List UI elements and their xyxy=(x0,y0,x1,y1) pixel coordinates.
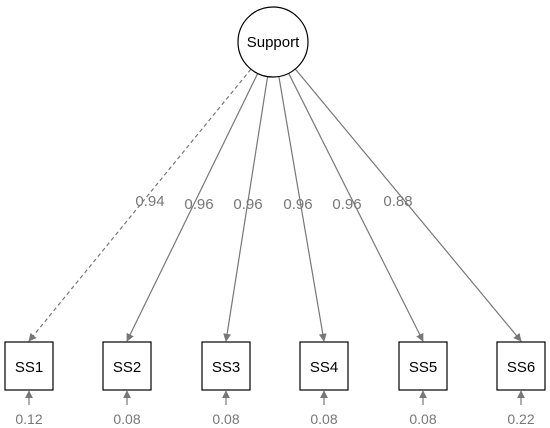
indicator-nodes: SS1 0.12 SS2 0.08 SS3 0.08 SS4 0.08 SS5 0.08 SS6 0.… xyxy=(4,341,546,427)
latent-node-support: Support xyxy=(237,6,309,78)
loading-edge-ss5 xyxy=(288,73,424,342)
residual-label: 0.08 xyxy=(409,411,436,427)
indicator-box xyxy=(4,341,54,391)
indicator-node-ss4: SS4 0.08 xyxy=(299,341,349,427)
loading-label-ss1: 0.94 xyxy=(135,193,164,210)
loading-edge-ss2 xyxy=(126,73,259,342)
loading-edge-ss4 xyxy=(278,76,327,342)
indicator-box xyxy=(102,341,152,391)
indicator-label: SS2 xyxy=(113,359,141,376)
residual-label: 0.08 xyxy=(310,411,337,427)
loading-edge-ss3 xyxy=(223,76,269,342)
loading-label-ss3: 0.96 xyxy=(233,196,262,213)
loading-labels: 0.94 0.96 0.96 0.96 0.96 0.88 xyxy=(135,193,412,213)
indicator-box xyxy=(299,341,349,391)
indicator-label: SS4 xyxy=(310,359,338,376)
latent-label: Support xyxy=(247,34,300,51)
residual-label: 0.08 xyxy=(113,411,140,427)
indicator-box xyxy=(398,341,448,391)
indicator-node-ss1: SS1 0.12 xyxy=(4,341,54,427)
residual-label: 0.12 xyxy=(15,411,42,427)
indicator-box xyxy=(496,341,546,391)
residual-label: 0.22 xyxy=(507,411,534,427)
residual-label: 0.08 xyxy=(212,411,239,427)
indicator-node-ss5: SS5 0.08 xyxy=(398,341,448,427)
indicator-node-ss6: SS6 0.22 xyxy=(496,341,546,427)
indicator-label: SS5 xyxy=(409,359,437,376)
loading-label-ss5: 0.96 xyxy=(332,196,361,213)
indicator-label: SS6 xyxy=(507,359,535,376)
indicator-label: SS3 xyxy=(212,359,240,376)
loading-label-ss4: 0.96 xyxy=(283,196,312,213)
indicator-label: SS1 xyxy=(15,359,43,376)
loading-edges xyxy=(28,68,522,342)
indicator-node-ss2: SS2 0.08 xyxy=(102,341,152,427)
latent-circle xyxy=(237,6,309,78)
loading-edge-ss6 xyxy=(294,68,522,342)
loading-label-ss6: 0.88 xyxy=(383,193,412,210)
loading-edge-ss1 xyxy=(28,68,252,342)
loading-label-ss2: 0.96 xyxy=(184,196,213,213)
indicator-node-ss3: SS3 0.08 xyxy=(201,341,251,427)
indicator-box xyxy=(201,341,251,391)
